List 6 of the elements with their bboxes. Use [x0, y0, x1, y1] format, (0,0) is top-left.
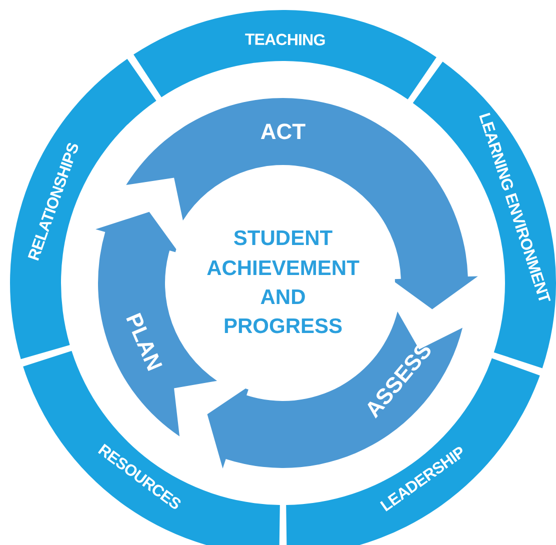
- cycle-step-shape: [126, 98, 478, 310]
- ring-segment: [134, 10, 436, 100]
- arrow-label: PLAN: [122, 310, 166, 374]
- center-title: STUDENT ACHIEVEMENT AND PROGRESS: [206, 226, 360, 340]
- segment-label: TEACHING: [244, 32, 326, 50]
- arrow-label: ACT: [260, 120, 306, 142]
